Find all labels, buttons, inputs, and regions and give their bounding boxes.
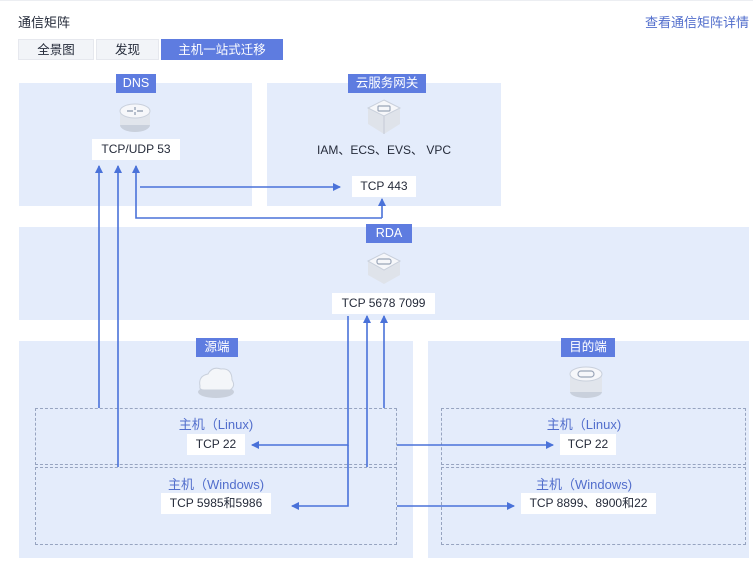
tab-host-migration[interactable]: 主机一站式迁移 bbox=[161, 39, 283, 60]
gateway-icon bbox=[362, 96, 406, 140]
cloud-gateway-port-box: TCP 443 bbox=[352, 176, 416, 197]
rda-port-box: TCP 5678 7099 bbox=[332, 293, 435, 314]
source-linux-port-box: TCP 22 bbox=[187, 434, 245, 455]
router-icon bbox=[113, 96, 157, 140]
tab-discovery[interactable]: 发现 bbox=[96, 39, 159, 60]
source-region-label: 源端 bbox=[196, 338, 238, 357]
cloud-services-text: IAM、ECS、EVS、 VPC bbox=[316, 143, 452, 157]
source-windows-host-label: 主机（Windows) bbox=[167, 477, 265, 492]
tab-overview[interactable]: 全景图 bbox=[18, 39, 94, 60]
cloud-gateway-region-label: 云服务网关 bbox=[348, 74, 426, 93]
top-divider bbox=[0, 0, 753, 1]
destination-region-label: 目的端 bbox=[561, 338, 615, 357]
source-windows-port-box: TCP 5985和5986 bbox=[161, 493, 271, 514]
destination-linux-host-label: 主机（Linux) bbox=[546, 417, 622, 432]
tab-bar: 全景图 发现 主机一站式迁移 bbox=[18, 39, 285, 60]
cloud-icon bbox=[194, 360, 238, 404]
source-linux-host-label: 主机（Linux) bbox=[178, 417, 254, 432]
destination-windows-host-label: 主机（Windows) bbox=[535, 477, 633, 492]
destination-linux-port-box: TCP 22 bbox=[560, 434, 616, 455]
page-title: 通信矩阵 bbox=[18, 15, 71, 30]
source-windows-host-box bbox=[35, 467, 397, 545]
view-matrix-details-link[interactable]: 查看通信矩阵详情 bbox=[644, 15, 749, 30]
destination-linux-host-box bbox=[441, 408, 746, 465]
rda-server-icon bbox=[362, 247, 406, 291]
rda-region-label: RDA bbox=[366, 224, 412, 243]
dns-port-box: TCP/UDP 53 bbox=[92, 139, 180, 160]
dns-region-label: DNS bbox=[116, 74, 156, 93]
source-linux-host-box bbox=[35, 408, 397, 465]
destination-windows-port-box: TCP 8899、8900和22 bbox=[521, 493, 656, 514]
cloud-server-icon bbox=[564, 360, 608, 404]
